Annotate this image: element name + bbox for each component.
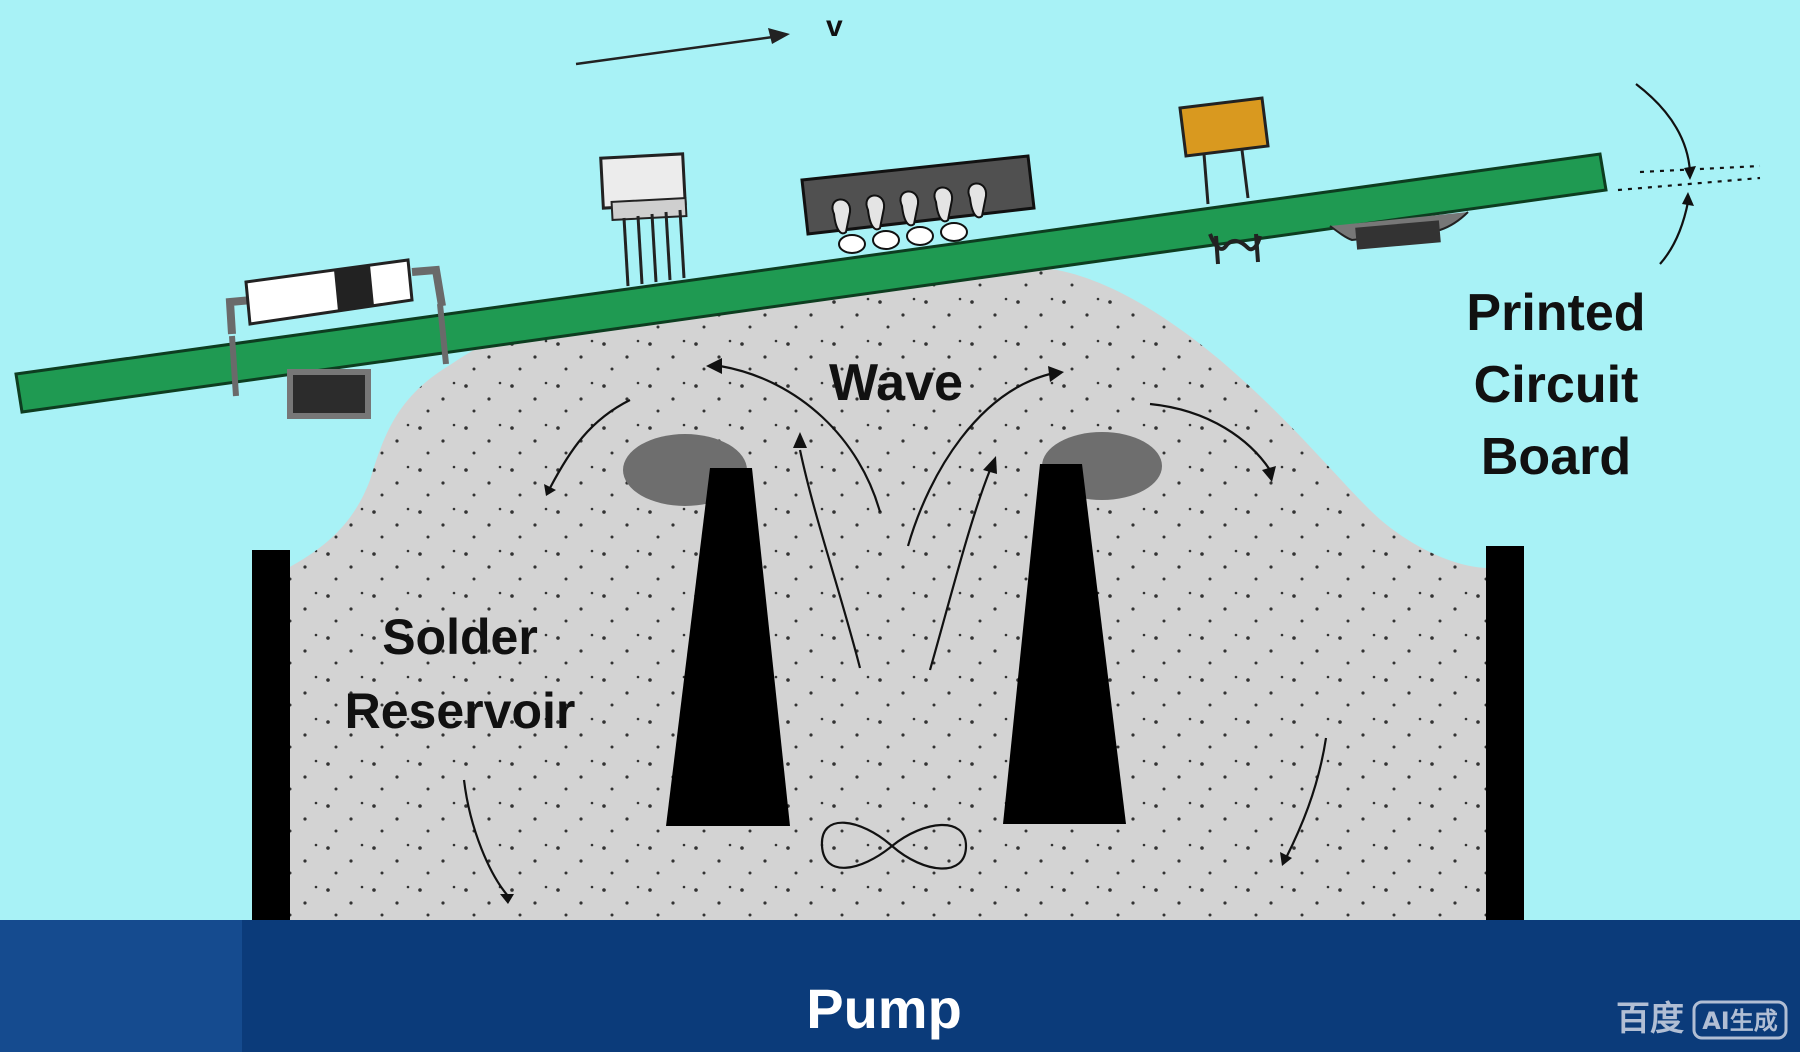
nozzle-right — [1003, 432, 1162, 824]
printed-circuit-board — [14, 152, 1608, 414]
reservoir-label-line2: Reservoir — [345, 683, 576, 739]
ic-chip-component — [800, 154, 1036, 254]
reservoir-wall-right — [1486, 546, 1524, 922]
wave-label: Wave — [829, 354, 963, 412]
pump-label: Pump — [806, 977, 962, 1040]
velocity-arrow — [575, 28, 790, 66]
watermark-badge-frame — [1692, 1000, 1788, 1040]
transistor-component — [599, 152, 688, 287]
pump-bar-left-shade — [0, 920, 242, 1052]
nozzle-left — [623, 434, 790, 826]
watermark-brand: 百度 — [1616, 999, 1684, 1039]
rotation-indicator — [1617, 83, 1761, 265]
pump-bar — [0, 920, 1800, 1052]
watermark: 百度 AI生成 — [1616, 999, 1788, 1040]
capacitor-component — [1178, 96, 1270, 265]
flow-arrows — [462, 358, 1328, 904]
pcb-label-line1: Printed — [1466, 284, 1645, 342]
watermark-badge: AI生成 — [1702, 1007, 1778, 1035]
reservoir-label-line1: Solder — [382, 609, 538, 665]
velocity-label: v — [826, 10, 843, 43]
reservoir-wall-left — [252, 550, 290, 922]
axial-component — [225, 258, 449, 397]
underside-component-left — [287, 369, 371, 419]
pcb-label-line2: Circuit — [1474, 356, 1639, 414]
pcb-label-line3: Board — [1481, 428, 1631, 486]
impeller-icon — [820, 821, 968, 870]
underside-component-right — [1329, 211, 1469, 250]
